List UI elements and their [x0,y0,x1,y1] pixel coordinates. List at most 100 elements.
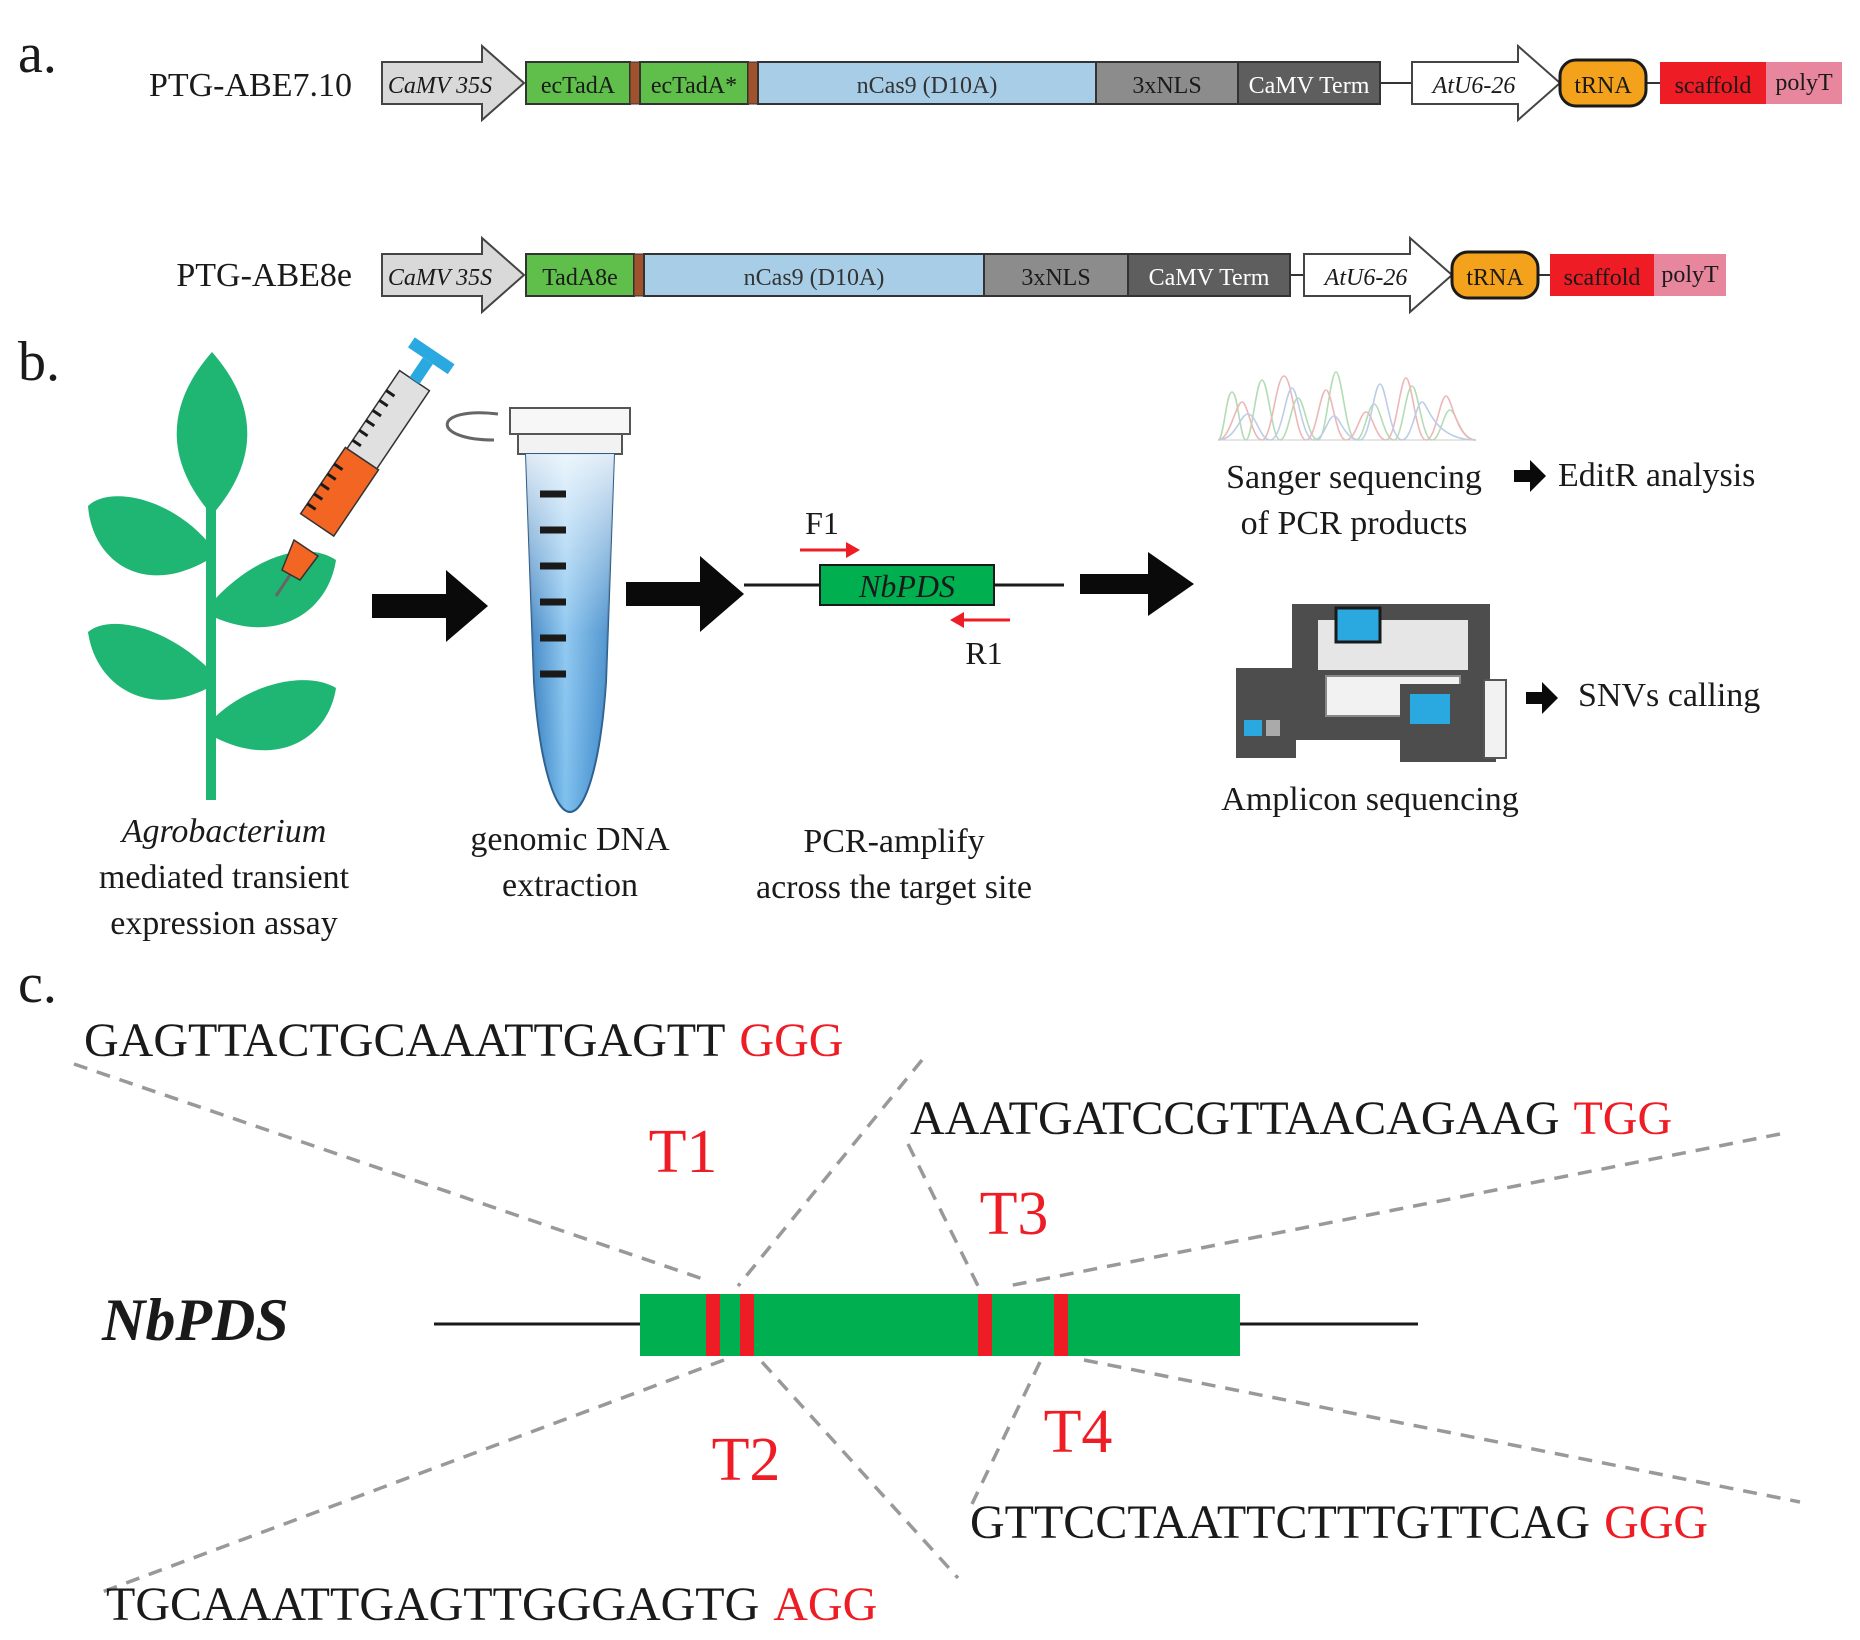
panel-label-a: a. [18,23,57,85]
polyt-label: polyT [1661,262,1719,288]
plant-icon [88,352,336,800]
target-label-t3: T3 [980,1180,1049,1248]
target-site-marker [978,1294,992,1356]
caption-line: PCR-amplify [803,823,984,860]
nbpds-gene-label: NbPDS [858,568,955,604]
nls-block: 3xNLS [983,253,1129,297]
pam: TGG [1573,1092,1672,1145]
polyt-block: polyT [1766,62,1842,104]
deaminase-label: TadA8e [542,265,618,291]
target-site-marker [706,1294,720,1356]
trna-label: tRNA [1466,265,1524,291]
cas9-label: nCas9 (D10A) [857,73,998,99]
pam: GGG [739,1014,843,1067]
flow-arrow [1080,552,1194,616]
deaminase-label: ecTadA* [651,73,737,99]
promoter-arrow: CaMV 35S [381,43,526,123]
scaffold-block: scaffold [1550,254,1654,296]
construct-name: PTG-ABE7.10 [149,67,352,104]
target-sequence-t2: TGCAAATTGAGTTGGGAGTG AGG [106,1578,877,1631]
trna-block: tRNA [1450,250,1540,300]
polyt-block: polyT [1654,254,1726,296]
sanger-caption: Sanger sequencing of PCR products [1226,459,1482,542]
panel-label-b: b. [18,331,60,393]
target-sequence-t1: GAGTTACTGCAAATTGAGTT GGG [84,1014,843,1067]
caption-line: expression assay [110,905,338,942]
cas9-label: nCas9 (D10A) [744,265,885,291]
nls-label: 3xNLS [1132,73,1201,99]
caption-line: mediated transient [99,859,350,896]
panel-label-c: c. [18,953,57,1015]
target-site-marker [740,1294,754,1356]
u6-promoter-arrow: AtU6-26 [1303,235,1454,315]
target-label-t1: T1 [649,1118,718,1186]
scaffold-block: scaffold [1660,62,1766,104]
target-site-marker [1054,1294,1068,1356]
deaminase-block: TadA8e [525,253,635,297]
pam: GGG [1604,1496,1708,1549]
microtube-icon [445,407,631,814]
guide-lines [73,1058,1801,1594]
caption-line: Agrobacterium [120,813,327,850]
protospacer: TGCAAATTGAGTTGGGAGTG [106,1578,759,1631]
promoter-arrow: CaMV 35S [381,235,526,315]
syringe-icon [274,337,455,597]
protospacer: AAATGATCCGTTAACAGAAG [910,1092,1559,1145]
nbpds-gene-box [819,564,995,606]
u6-promoter-arrow: AtU6-26 [1411,43,1562,123]
pcr-amplicon-diagram: NbPDS F1 R1 [744,505,1064,671]
amplicon-sequencing-label: Amplicon sequencing [1221,781,1518,818]
flow-arrow [372,570,488,642]
terminator-label: CaMV Term [1149,265,1270,291]
deaminase-label: ecTadA [541,73,616,99]
linker [629,61,641,105]
step1-caption: Agrobacterium mediated transient express… [99,813,350,942]
promoter-label: CaMV 35S [388,73,492,99]
polyt-label: polyT [1775,70,1833,96]
caption-line: extraction [502,867,638,904]
construct-abe710: PTG-ABE7.10 CaMV 35S ecTadA ecTadA* nCas… [149,43,1842,123]
cas9-block: nCas9 (D10A) [757,61,1097,105]
trna-label: tRNA [1574,73,1632,99]
small-arrow [1514,460,1546,492]
caption-line: across the target site [756,869,1032,906]
forward-primer-arrow [800,542,860,558]
caption-line: Sanger sequencing [1226,459,1482,496]
reverse-primer-label: R1 [965,635,1002,671]
trna-block: tRNA [1558,58,1648,108]
flow-arrow [626,556,744,632]
snv-calling-label: SNVs calling [1578,677,1760,714]
deaminase-block: ecTadA [525,61,631,105]
linker [747,61,759,105]
nbpds-gene-title: NbPDS [101,1287,289,1353]
construct-abe8e: PTG-ABE8e CaMV 35S TadA8e nCas9 (D10A) 3… [176,235,1726,315]
deaminase-block: ecTadA* [639,61,749,105]
u6-label: AtU6-26 [1323,265,1408,291]
protospacer: GAGTTACTGCAAATTGAGTT [84,1014,725,1067]
target-label-t2: T2 [712,1426,781,1494]
step3-caption: PCR-amplify across the target site [756,823,1032,906]
scaffold-label: scaffold [1675,73,1752,99]
nls-block: 3xNLS [1095,61,1239,105]
target-sequence-t4: GTTCCTAATTCTTTGTTCAG GGG [970,1496,1708,1549]
caption-line: genomic DNA [470,821,670,858]
terminator-label: CaMV Term [1249,73,1370,99]
terminator-block: CaMV Term [1127,253,1291,297]
construct-name: PTG-ABE8e [176,257,352,294]
caption-line: of PCR products [1241,505,1468,542]
cas9-block: nCas9 (D10A) [643,253,985,297]
chromatogram-icon [1217,371,1477,441]
forward-primer-label: F1 [805,505,839,541]
reverse-primer-arrow [950,612,1010,628]
step2-caption: genomic DNA extraction [470,821,670,904]
promoter-label: CaMV 35S [388,265,492,291]
target-sequence-t3: AAATGATCCGTTAACAGAAG TGG [910,1092,1672,1145]
scaffold-label: scaffold [1564,265,1641,291]
nls-label: 3xNLS [1021,265,1090,291]
nbpds-exon [640,1294,1240,1356]
terminator-block: CaMV Term [1237,61,1381,105]
protospacer: GTTCCTAATTCTTTGTTCAG [970,1496,1590,1549]
sequencer-icon [1236,604,1507,762]
pam: AGG [773,1578,877,1631]
